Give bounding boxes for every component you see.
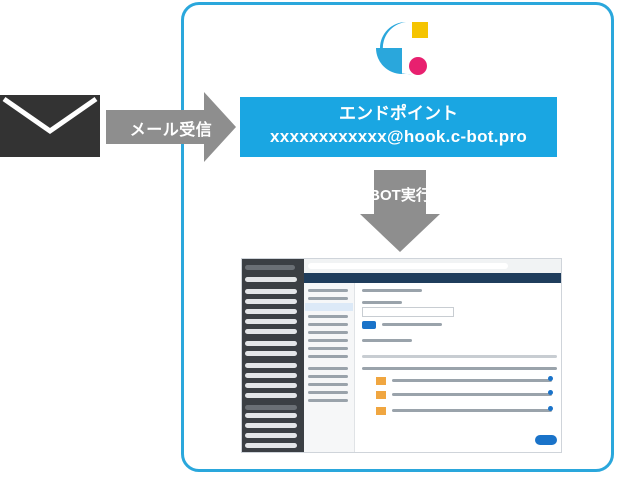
execute-label: BOT実行 bbox=[369, 187, 431, 204]
bot-screenshot-image bbox=[241, 258, 562, 453]
endpoint-box: エンドポイント xxxxxxxxxxxx@hook.c-bot.pro bbox=[240, 97, 557, 157]
envelope-icon bbox=[0, 95, 100, 157]
endpoint-address: xxxxxxxxxxxx@hook.c-bot.pro bbox=[269, 127, 528, 146]
screenshot-panel bbox=[242, 259, 304, 452]
screenshot-nav bbox=[304, 273, 561, 283]
cbot-logo-icon bbox=[376, 22, 428, 75]
receive-label: メール受信 bbox=[129, 122, 213, 139]
execute-arrow bbox=[360, 170, 440, 252]
endpoint-title: エンドポイント bbox=[339, 104, 458, 123]
receive-arrow bbox=[106, 92, 236, 162]
